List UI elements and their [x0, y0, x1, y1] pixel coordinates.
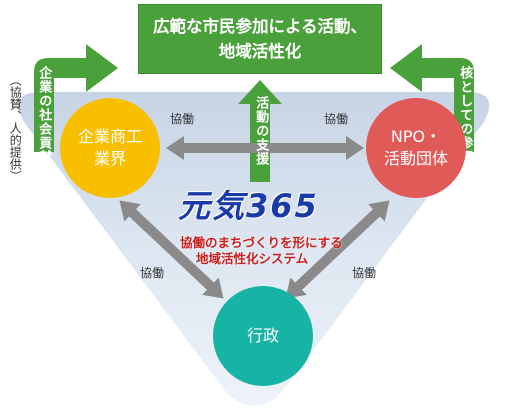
node-business: 企業商工 業界	[60, 98, 160, 198]
node-business-line2: 業界	[93, 149, 126, 168]
center-arrow-label: 活動の支援	[253, 96, 269, 166]
arrow-npo-gov	[285, 200, 390, 299]
genki365-logo: 元気365	[178, 187, 319, 225]
right-green-arrow	[390, 44, 474, 152]
node-npo-line1: NPO・	[390, 127, 442, 146]
arrow-business-npo	[166, 136, 364, 160]
goal-line1: 広範な市民参加による活動、	[152, 17, 367, 36]
center-green-arrow	[238, 80, 282, 182]
left-arrow-note: （協賛、人的提供）	[8, 74, 23, 182]
goal-line2: 地域活性化	[218, 42, 302, 61]
left-arrow-label: 企業の社会貢献	[36, 66, 52, 164]
link-label-lower-right: 協働	[352, 266, 377, 280]
link-label-lower-left: 協働	[140, 266, 165, 280]
link-label-top-right: 協働	[324, 112, 349, 126]
arrow-business-gov	[119, 200, 224, 299]
node-npo-line2: 活動団体	[383, 149, 448, 168]
node-npo: NPO・ 活動団体	[366, 98, 466, 198]
node-gov: 行政	[213, 286, 313, 386]
node-gov-line1: 行政	[246, 326, 279, 345]
goal-box: 広範な市民参加による活動、 地域活性化	[138, 4, 382, 74]
link-label-top-left: 協働	[170, 112, 195, 126]
left-green-arrow	[34, 44, 118, 152]
logo-tagline-2: 地域活性化システム	[196, 251, 309, 266]
logo-tagline-1: 協働のまちづくりを形にする	[180, 235, 343, 250]
node-business-line1: 企業商工	[77, 127, 142, 146]
